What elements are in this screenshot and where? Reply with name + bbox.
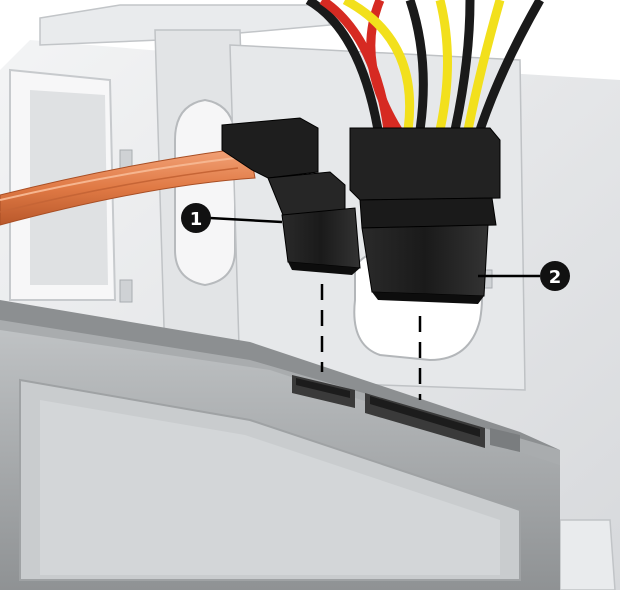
drive-power-port [365, 393, 485, 448]
power-wires [305, 0, 544, 133]
drive-data-port [292, 375, 355, 408]
callout-2: 2 [478, 261, 570, 291]
hard-drive [0, 300, 560, 590]
alignment-guides [320, 284, 422, 400]
callout-2-number: 2 [549, 267, 562, 288]
sata-data-cable [0, 149, 256, 226]
callout-1-number: 1 [190, 209, 203, 230]
callout-1-leader [209, 216, 283, 224]
sata-data-connector [221, 117, 361, 275]
sata-power-connector [349, 127, 501, 304]
callout-1: 1 [181, 203, 283, 233]
callout-2-badge [540, 261, 570, 291]
callout-1-badge [181, 203, 211, 233]
